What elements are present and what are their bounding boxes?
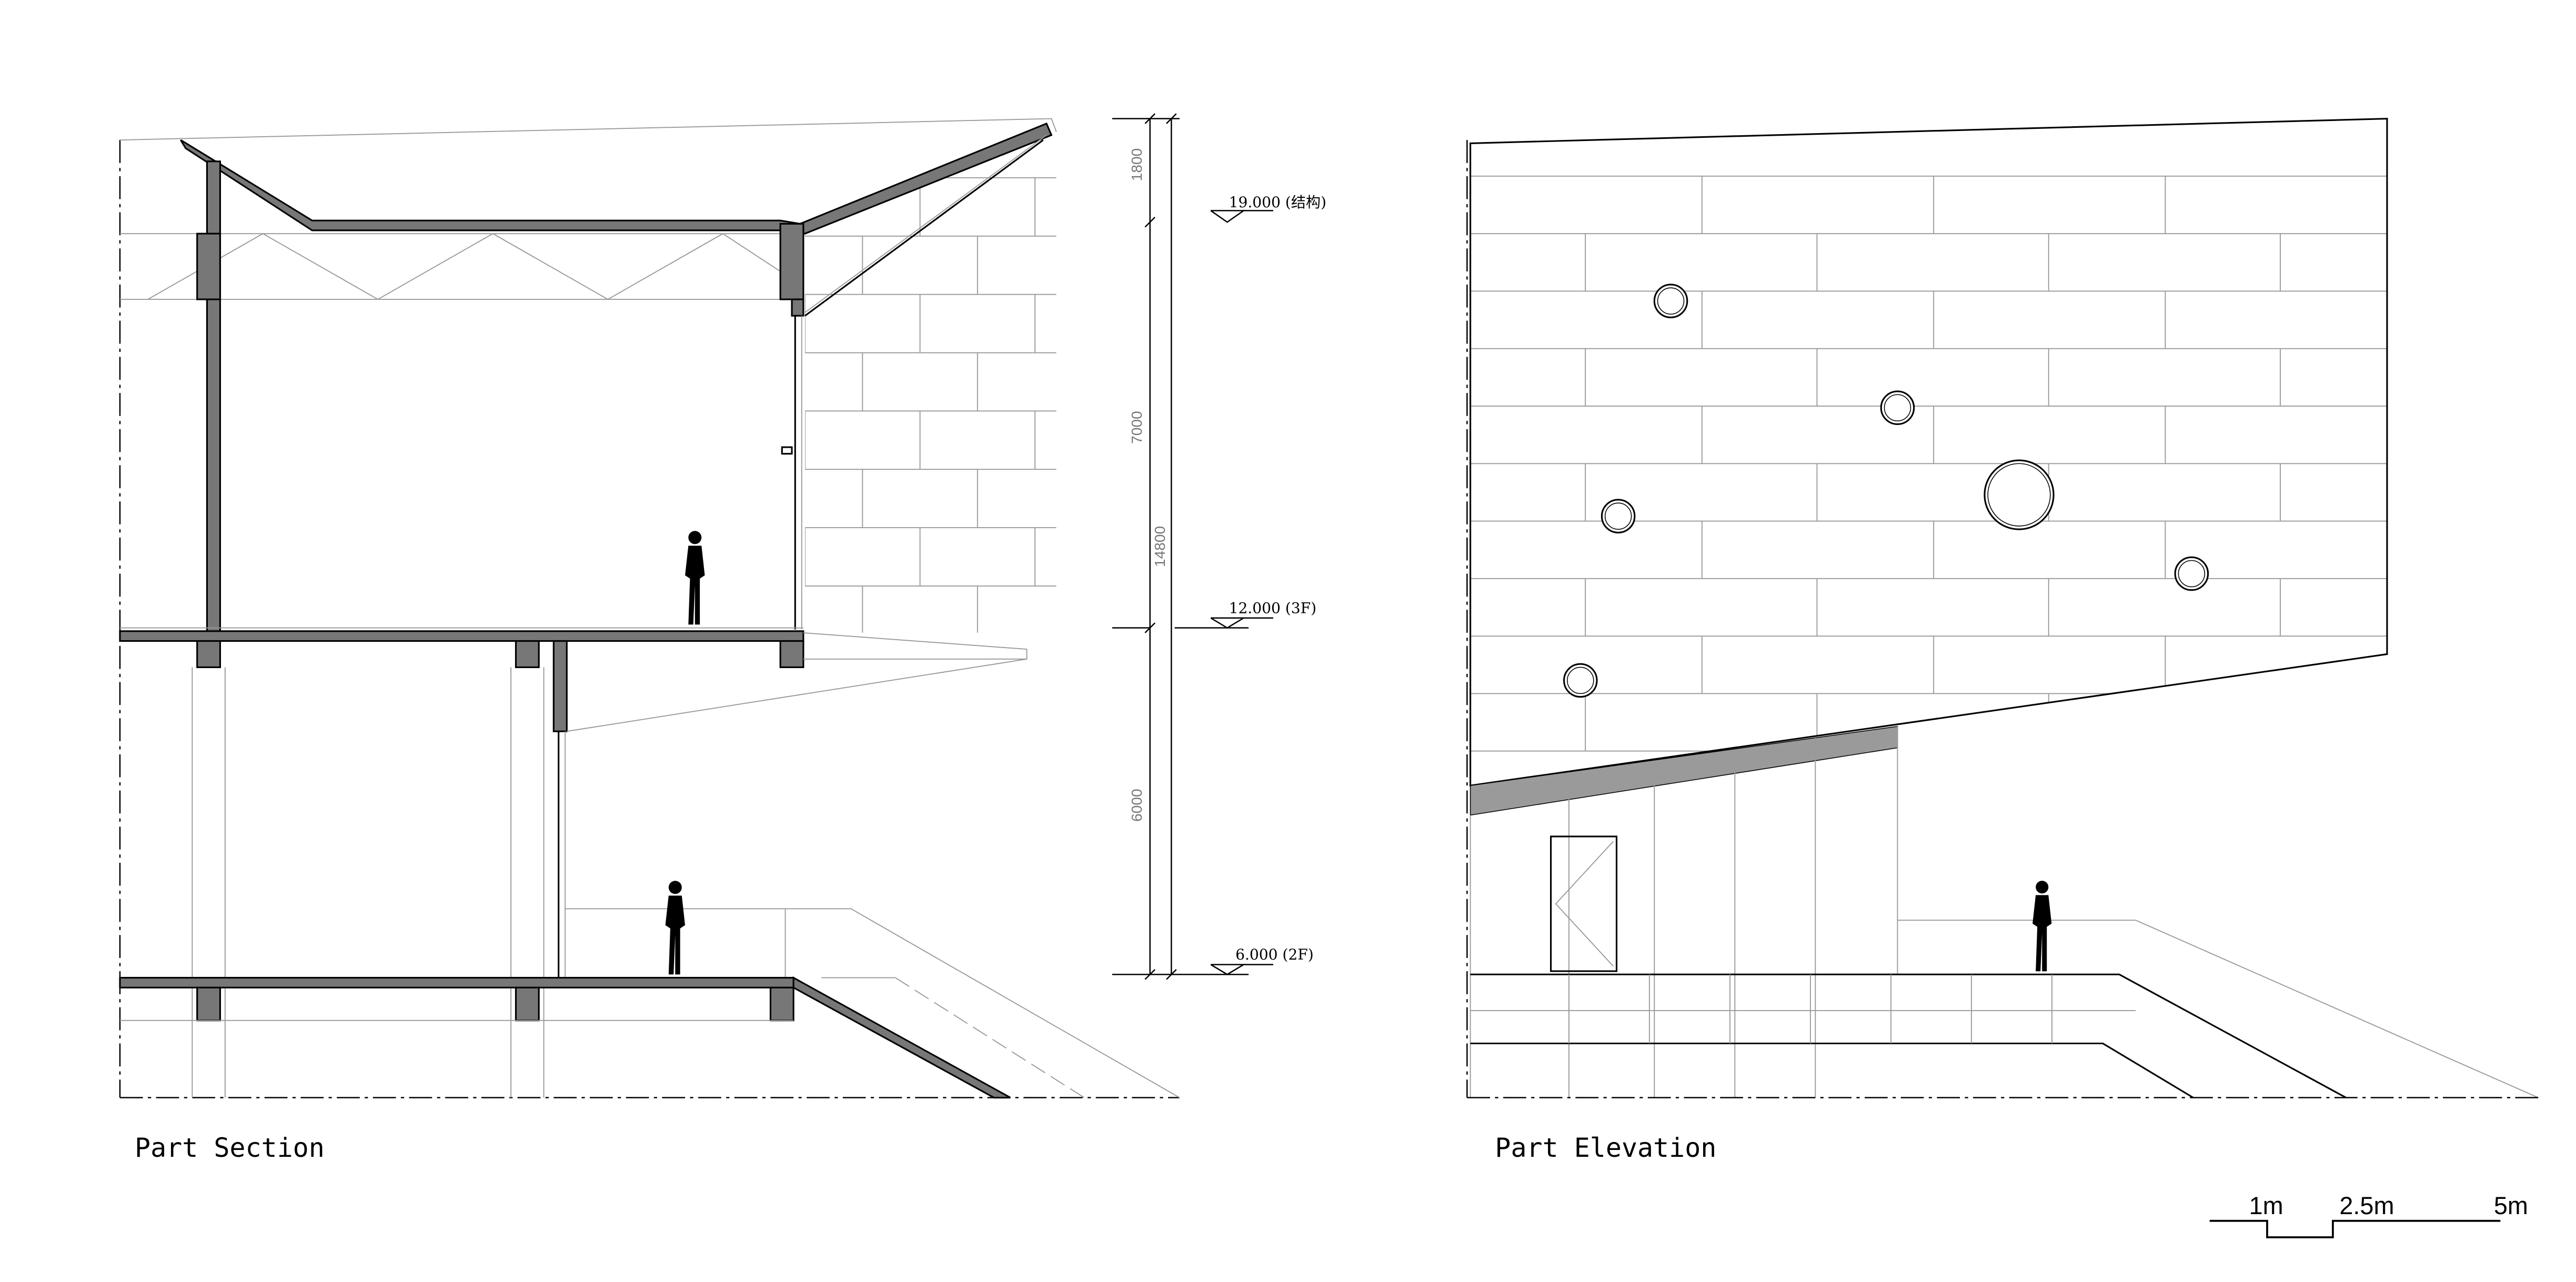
dim-7000: 7000 [1129, 411, 1145, 444]
soffit [1470, 725, 1898, 816]
section-title: Part Section [135, 1133, 325, 1163]
scale-label-5m: 5m [2494, 1192, 2528, 1219]
scale-bar: 1m 2.5m 5m [2209, 1192, 2528, 1238]
round-window [1563, 663, 1598, 698]
roof-slab [180, 122, 1053, 235]
person-silhouette [2032, 881, 2052, 972]
dimension-chain [1112, 113, 1273, 980]
person-silhouette [665, 881, 686, 975]
dim-6000: 6000 [1129, 789, 1145, 821]
scale-label-2-5m: 2.5m [2339, 1192, 2394, 1219]
facade-outline [1470, 117, 2388, 787]
floor-slab-2f [119, 977, 794, 988]
round-window [1880, 390, 1915, 425]
left-wall [206, 160, 221, 634]
round-window [1984, 459, 2055, 530]
part-section: Part Section [119, 118, 1180, 1163]
level-6: 6.000 (2F) [1235, 946, 1314, 963]
level-19: 19.000 (结构) [1229, 194, 1326, 211]
round-window [2174, 556, 2209, 591]
ramp-slab [792, 976, 1011, 1099]
person-silhouette [685, 531, 705, 625]
circular-windows [1563, 284, 2209, 698]
part-elevation: Part Elevation [1466, 117, 2539, 1163]
door [1550, 835, 1618, 972]
scale-label-1m: 1m [2249, 1192, 2283, 1219]
terrace [1470, 973, 2347, 1098]
dim-14800: 14800 [1152, 526, 1168, 567]
dim-1800: 1800 [1129, 148, 1145, 181]
round-window [1601, 499, 1636, 533]
elevation-title: Part Elevation [1495, 1133, 1716, 1163]
section-brick-grid [805, 177, 1056, 633]
roof-truss [147, 233, 781, 300]
level-12: 12.000 (3F) [1229, 599, 1317, 617]
elevation-brick-grid [1470, 175, 2387, 786]
floor-slab-3f [119, 630, 804, 642]
round-window [1653, 284, 1688, 318]
roof-outline [119, 118, 1057, 141]
